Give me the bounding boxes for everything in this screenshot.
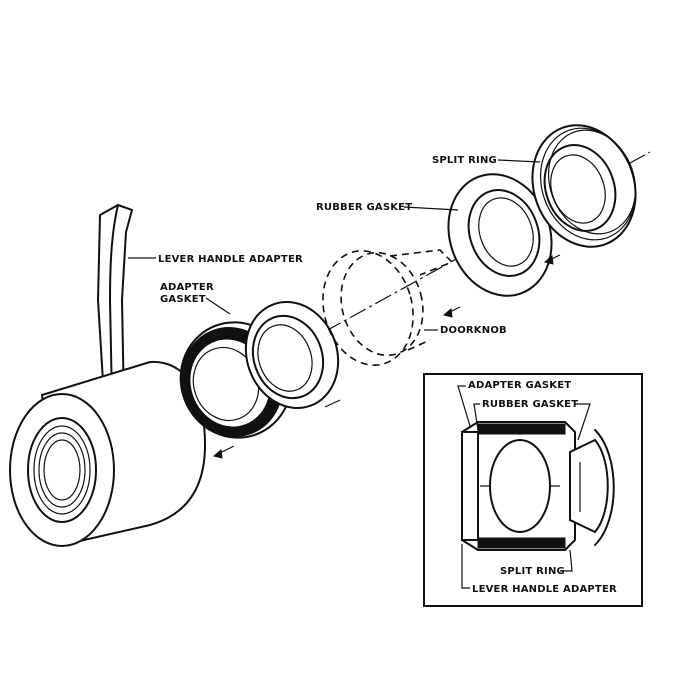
adapter-ring-part [244,300,340,410]
split-ring-part [531,124,637,248]
lever-handle-adapter-part [9,203,207,547]
inset-label-split-ring: SPLIT RING [500,566,565,577]
inset-label-adapter-gasket: ADAPTER GASKET [468,380,571,391]
label-lever-handle-adapter: LEVER HANDLE ADAPTER [158,254,303,265]
inset-label-lever-handle-adapter: LEVER HANDLE ADAPTER [472,584,617,595]
rubber-gasket-part [447,173,553,297]
doorknob-part [322,249,454,366]
label-adapter-gasket-line2: GASKET [160,294,206,305]
label-split-ring: SPLIT RING [432,155,497,166]
label-doorknob: DOORKNOB [440,325,507,336]
label-rubber-gasket: RUBBER GASKET [316,202,412,213]
inset-label-rubber-gasket: RUBBER GASKET [482,399,578,410]
label-adapter-gasket-line1: ADAPTER [160,282,214,293]
inset-cross-section: ADAPTER GASKET RUBBER GASKET SPLIT RING … [423,373,643,607]
assembly-arrows [212,254,561,459]
